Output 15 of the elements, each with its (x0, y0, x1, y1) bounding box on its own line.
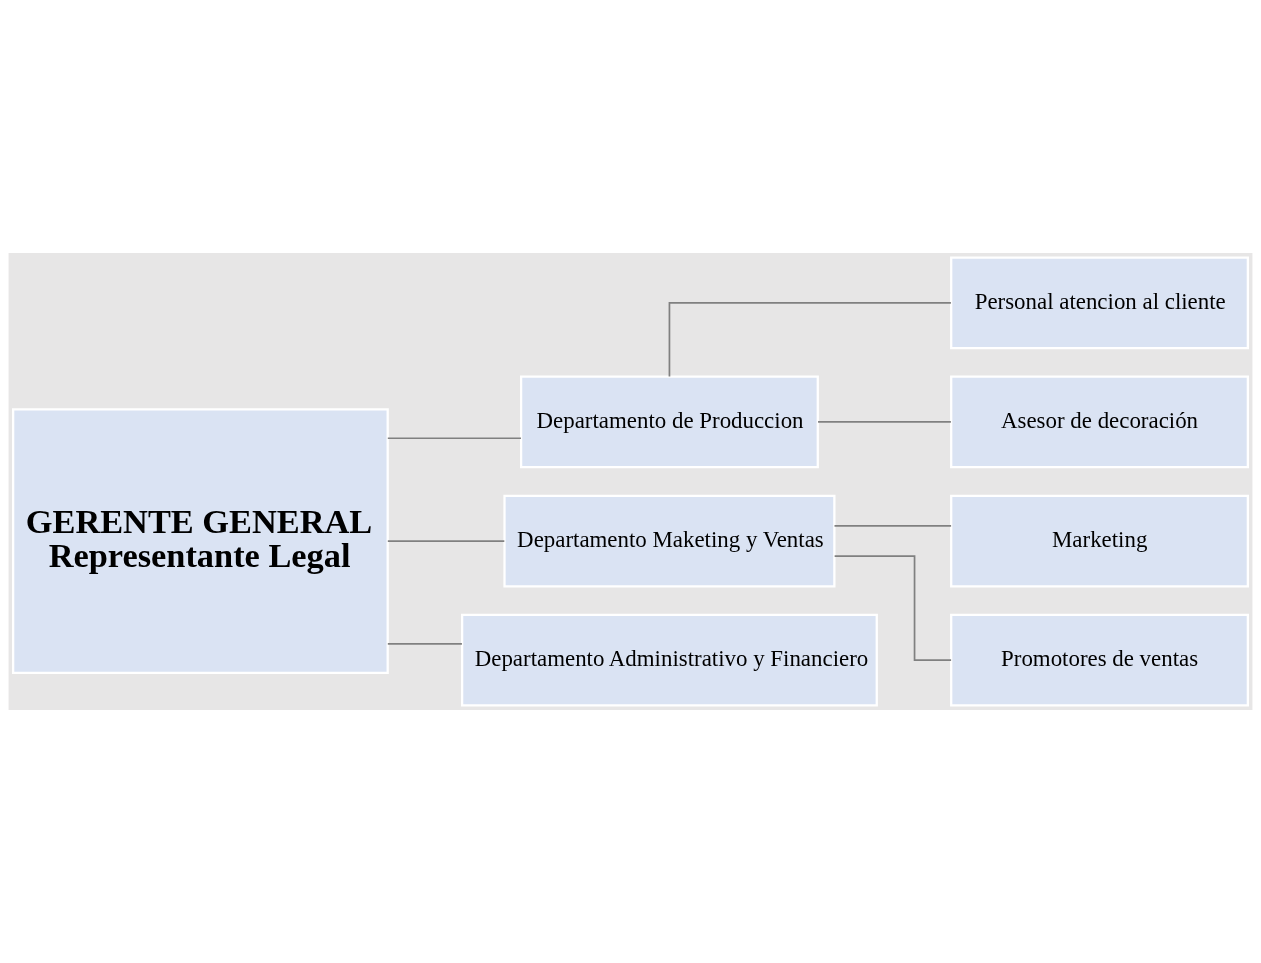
node-box: Departamento de Produccion (519, 375, 819, 469)
connector (386, 437, 522, 440)
node-box: Personal atencion al cliente (950, 256, 1249, 350)
node-box: Departamento Maketing y Ventas (503, 494, 836, 588)
node-box: Departamento Administrativo y Financiero (461, 613, 878, 707)
node-box: Marketing (950, 494, 1249, 588)
node-box: Asesor de decoración (950, 375, 1249, 469)
node-box: GERENTE GENERAL Representante Legal (12, 408, 389, 674)
node-box: Promotores de ventas (950, 613, 1249, 707)
connector (833, 555, 952, 662)
connector (386, 540, 506, 542)
connector (817, 421, 952, 423)
connector (833, 525, 952, 527)
connector (386, 643, 463, 645)
connector (668, 301, 952, 378)
